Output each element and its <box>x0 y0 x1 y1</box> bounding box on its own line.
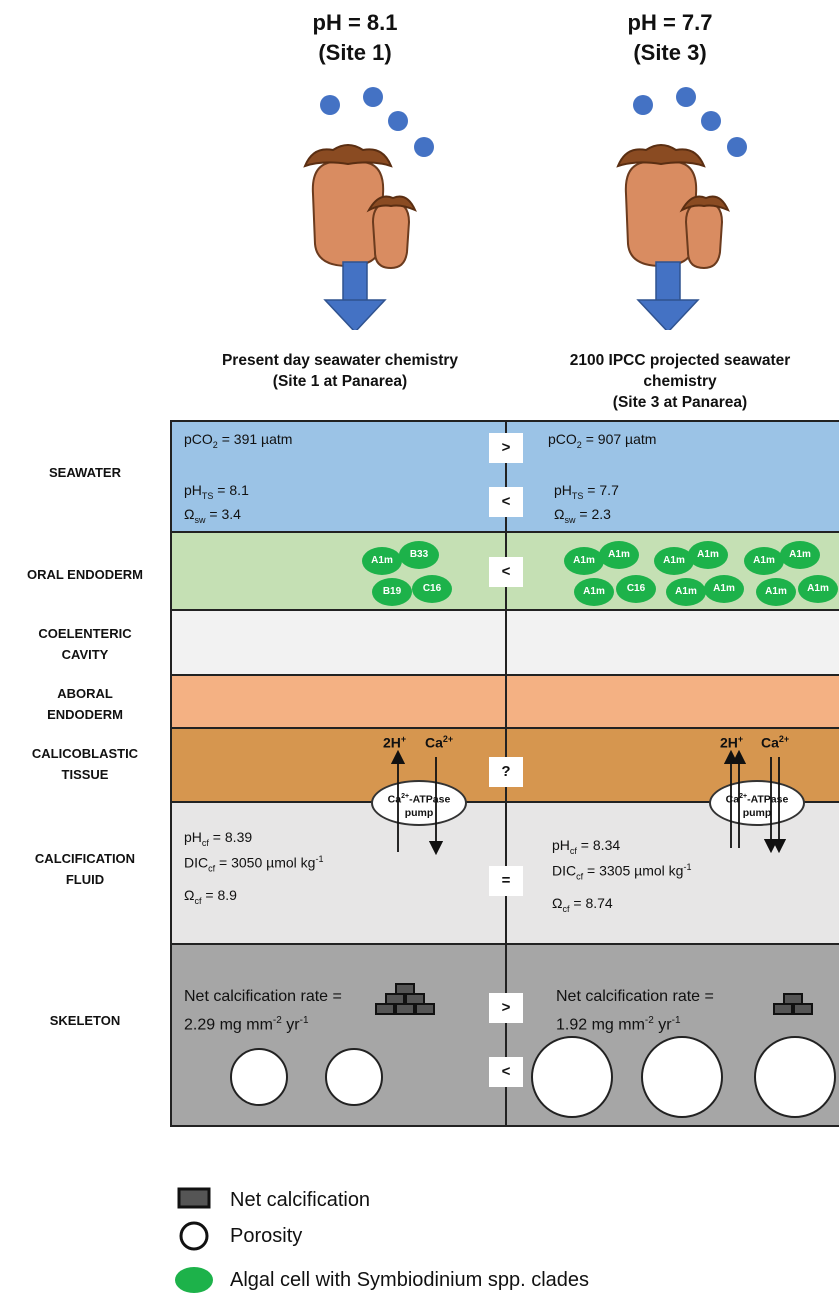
left-pco2: pCO2 = 391 µatm <box>184 431 293 450</box>
right-algal-cell: A1m <box>574 578 614 606</box>
left-ph-ts: pHTS = 8.1 <box>184 482 249 501</box>
compare-fluid: = <box>489 866 523 896</box>
left-ion-h: 2H+ <box>383 734 407 751</box>
compare-pco2: > <box>489 433 523 463</box>
compare-calicoblastic: ? <box>489 757 523 787</box>
right-algal-cell: A1m <box>704 575 744 603</box>
right-ph-ts: pHTS = 7.7 <box>554 482 619 501</box>
legend-net-calcification: Net calcification <box>230 1189 371 1211</box>
left-atpase-pump: Ca2+-ATPase pump <box>371 780 467 826</box>
right-algal-cell: A1m <box>798 575 838 603</box>
right-pore-1 <box>531 1036 613 1118</box>
right-pore-2 <box>641 1036 723 1118</box>
right-algal-cell: A1m <box>744 547 784 575</box>
right-ion-ca: Ca2+ <box>761 734 790 751</box>
skeleton-band <box>170 945 839 1127</box>
left-algal-cell: C16 <box>412 575 452 603</box>
site1-ph-title: pH = 8.1(Site 1) <box>312 10 398 65</box>
label-oral-endoderm: ORAL ENDODERM <box>26 567 144 582</box>
left-calcification-rate: Net calcification rate = 2.29 mg mm-2 yr… <box>184 988 342 1034</box>
right-pore-3 <box>754 1036 836 1118</box>
compare-ph: < <box>489 487 523 517</box>
right-algal-cell: A1m <box>756 578 796 606</box>
left-net-calcification-bricks-icon <box>375 983 435 1015</box>
legend-porosity-icon <box>179 1221 209 1251</box>
left-omega-cf: Ωcf = 8.9 <box>184 887 237 906</box>
site1-bubbles <box>320 87 434 157</box>
right-algal-cell: A1m <box>654 547 694 575</box>
coelenteric-band <box>170 611 839 676</box>
left-algal-cell: B33 <box>399 541 439 569</box>
aboral-band <box>170 676 839 729</box>
legend-porosity: Porosity <box>230 1225 303 1247</box>
right-algal-cell: A1m <box>666 578 706 606</box>
left-algal-cell: B19 <box>372 578 412 606</box>
label-skeleton: SKELETON <box>49 1013 121 1028</box>
legend-algal-cell: Algal cell with Symbiodinium spp. clades <box>230 1269 590 1291</box>
coral-illustrations <box>304 87 747 330</box>
right-dic-cf: DICcf = 3305 µmol kg-1 <box>552 862 692 882</box>
compare-oral: < <box>489 557 523 587</box>
left-ph-cf: pHcf = 8.39 <box>184 829 253 848</box>
right-algal-cell: A1m <box>780 541 820 569</box>
left-pore-2 <box>325 1048 383 1106</box>
right-pco2: pCO2 = 907 µatm <box>548 431 657 450</box>
right-atpase-pump: Ca2+-ATPase pump <box>709 780 805 826</box>
right-omega-sw: Ωsw = 2.3 <box>554 506 611 525</box>
left-ion-ca: Ca2+ <box>425 734 454 751</box>
compare-calcification-rate: > <box>489 993 523 1023</box>
legend-icons <box>175 1187 213 1293</box>
right-ph-cf: pHcf = 8.34 <box>552 837 621 856</box>
ion-transport-arrows <box>390 749 787 856</box>
site3-bubbles <box>633 87 747 157</box>
right-algal-cell: A1m <box>599 541 639 569</box>
right-calcification-rate: Net calcification rate = 1.92 mg mm-2 yr… <box>556 988 714 1034</box>
label-seawater: SEAWATER <box>49 465 121 480</box>
right-algal-cell: A1m <box>688 541 728 569</box>
left-border <box>170 420 172 1127</box>
site3-ph-title: pH = 7.7(Site 3) <box>627 10 713 65</box>
compare-porosity: < <box>489 1057 523 1087</box>
right-algal-cell: C16 <box>616 575 656 603</box>
left-column-title: Present day seawater chemistry(Site 1 at… <box>221 352 459 390</box>
legend-algal-cell-icon <box>175 1267 213 1293</box>
left-algal-cell: A1m <box>362 547 402 575</box>
right-omega-cf: Ωcf = 8.74 <box>552 895 613 914</box>
left-pore-1 <box>230 1048 288 1106</box>
left-omega-sw: Ωsw = 3.4 <box>184 506 241 525</box>
legend-brick-icon <box>177 1187 211 1209</box>
right-net-calcification-bricks-icon <box>773 993 813 1015</box>
right-algal-cell: A1m <box>564 547 604 575</box>
right-ion-h: 2H+ <box>720 734 744 751</box>
left-dic-cf: DICcf = 3050 µmol kg-1 <box>184 854 324 874</box>
